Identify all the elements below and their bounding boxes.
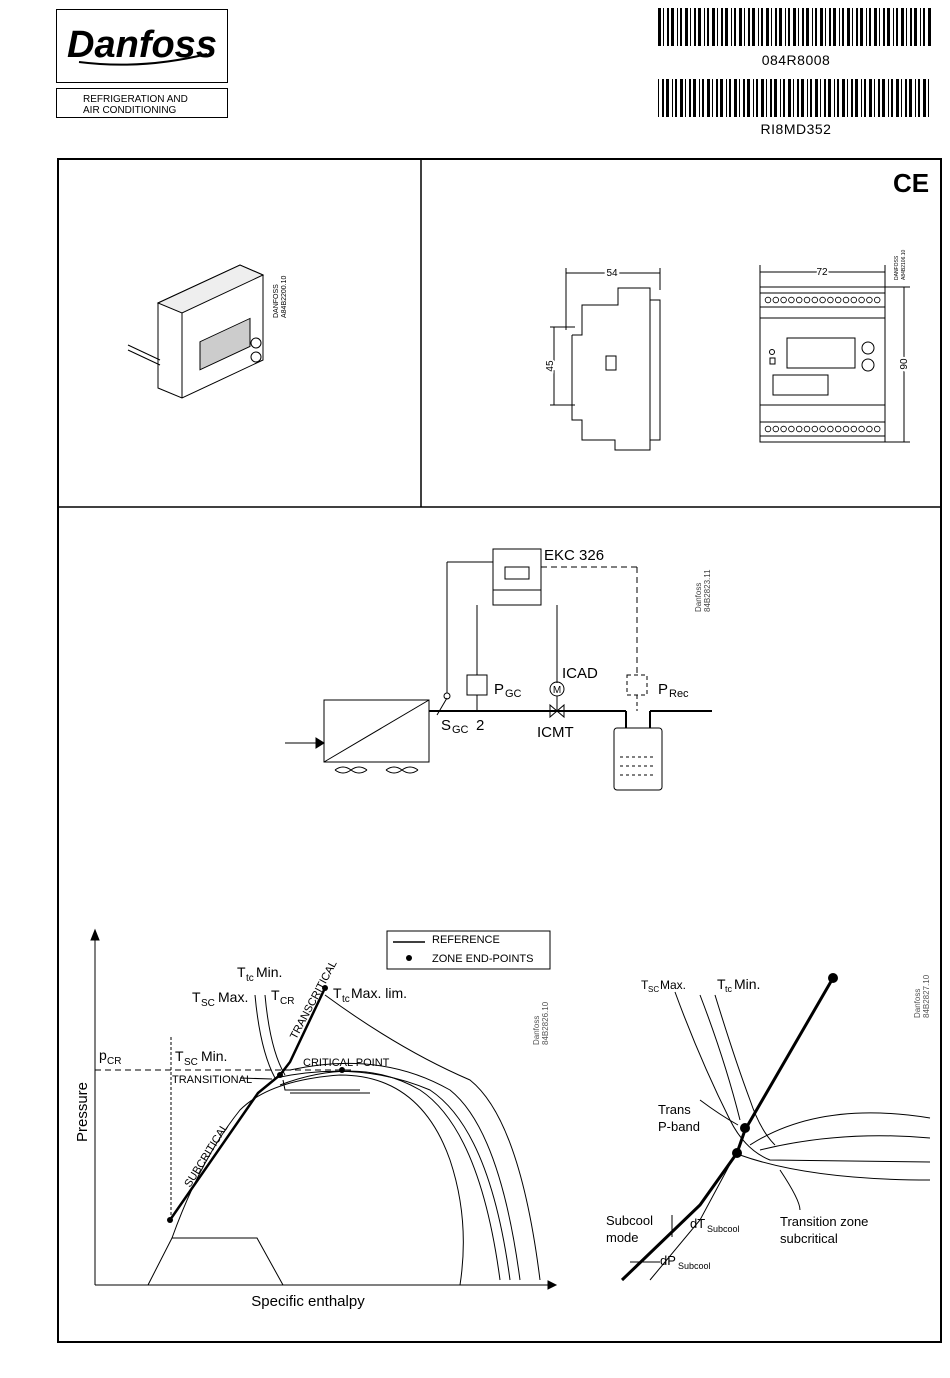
prec-sub: Rec xyxy=(669,688,689,700)
zoom-tsc-max-tail: Max. xyxy=(660,978,686,992)
main-frame xyxy=(57,158,942,1343)
dim-height: 90 xyxy=(899,358,910,370)
zone-label-1: Transition zone xyxy=(780,1214,868,1229)
ph-ref-2: 84B2826.10 xyxy=(541,1001,550,1045)
ttc-max-tail: Max. lim. xyxy=(351,985,407,1001)
ph-diagram xyxy=(90,928,558,1290)
pgc-sub: GC xyxy=(505,688,522,700)
icad-label: ICAD xyxy=(562,665,598,682)
product-photo xyxy=(127,264,265,399)
tsc-max-sub: SC xyxy=(201,998,215,1009)
tcr-label: T xyxy=(271,987,280,1003)
dt-sub: Subcool xyxy=(707,1224,740,1234)
zoom-diagram xyxy=(620,977,931,1282)
tsc-min-tail: Min. xyxy=(201,1048,227,1064)
tsc-min-sub: SC xyxy=(184,1057,198,1068)
photo-ref-1: DANFOSS xyxy=(273,284,280,318)
side-view xyxy=(550,268,661,451)
danfoss-logo: Danfoss xyxy=(56,9,228,83)
ttc-max-sub: tc xyxy=(342,994,350,1005)
zoom-ttc-min-sub: tc xyxy=(725,984,733,994)
barcode-bottom xyxy=(658,79,929,117)
brand-wordmark: Danfoss xyxy=(67,24,217,66)
trans-label-1: Trans xyxy=(658,1102,691,1117)
ph-ref-1: Danfoss xyxy=(532,1016,541,1045)
ttc-min-sub: tc xyxy=(246,973,254,984)
system-schematic xyxy=(285,548,712,791)
dp-sub: Subcool xyxy=(678,1261,711,1271)
tsc-max-tail: Max. xyxy=(218,989,248,1005)
sgc-number: 2 xyxy=(476,717,484,734)
dt-label: dT xyxy=(690,1216,705,1231)
zoom-ttc-min: T xyxy=(717,976,726,992)
zoom-ref-2: 84B2827.10 xyxy=(922,974,931,1018)
tsc-max-label: T xyxy=(192,989,201,1005)
trans-label-2: P-band xyxy=(658,1119,700,1134)
subcritical-label: SUBCRITICAL xyxy=(182,1122,231,1190)
legend-dot xyxy=(406,955,412,961)
legend-reference: REFERENCE xyxy=(432,934,500,946)
ttc-min-label: T xyxy=(237,964,246,980)
subcool-label-1: Subcool xyxy=(606,1213,653,1228)
sgc-label: S xyxy=(441,717,451,734)
pcr-label: p xyxy=(99,1047,107,1063)
tcr-sub: CR xyxy=(280,996,294,1007)
controller-label: EKC 326 xyxy=(544,547,604,564)
zone-label-2: subcritical xyxy=(780,1231,838,1246)
ce-mark: CE xyxy=(893,168,929,198)
prec-label: P xyxy=(658,681,668,698)
photo-ref-2: A84B2200.10 xyxy=(281,275,288,318)
tagline: REFRIGERATION AND AIR CONDITIONING xyxy=(56,88,228,118)
tagline-line-1: REFRIGERATION AND xyxy=(83,94,188,105)
dim-depth: 54 xyxy=(606,268,618,279)
dp-label: dP xyxy=(660,1253,676,1268)
barcode-top-number: 084R8008 xyxy=(761,52,831,68)
schematic-ref-1: Danfoss xyxy=(694,583,703,612)
ttc-max-label: T xyxy=(333,985,342,1001)
ttc-min-tail: Min. xyxy=(256,964,282,980)
sgc-sub: GC xyxy=(452,724,469,736)
critical-point-label: CRITICAL POINT xyxy=(303,1057,390,1069)
barcode-top xyxy=(658,8,931,46)
dim-ref-1: DANFOSS xyxy=(894,255,900,280)
front-view xyxy=(759,265,910,443)
icmt-label: ICMT xyxy=(537,724,574,741)
tsc-min-label: T xyxy=(175,1048,184,1064)
schematic-ref-2: 84B2823.11 xyxy=(703,569,712,612)
dim-rail-height: 45 xyxy=(545,360,556,372)
tagline-line-2: AIR CONDITIONING xyxy=(83,105,177,116)
motor-label: M xyxy=(553,685,561,696)
legend-endpoints: ZONE END-POINTS xyxy=(432,953,533,965)
zoom-ttc-min-tail: Min. xyxy=(734,976,760,992)
subcool-label-2: mode xyxy=(606,1230,639,1245)
ph-ylabel: Pressure xyxy=(74,1082,91,1142)
zoom-tsc-max-sub: SC xyxy=(648,985,659,994)
pgc-label: P xyxy=(494,681,504,698)
zoom-tsc-max: T xyxy=(641,978,649,992)
ph-xlabel: Specific enthalpy xyxy=(251,1293,365,1310)
transitional-label: TRANSITIONAL xyxy=(172,1074,252,1086)
barcode-bottom-number: RI8MD352 xyxy=(760,121,832,137)
dim-ref-2: A84B2106.10 xyxy=(901,249,907,280)
zoom-ref-1: Danfoss xyxy=(913,989,922,1018)
dim-width: 72 xyxy=(816,267,828,278)
pcr-sub: CR xyxy=(107,1056,121,1067)
